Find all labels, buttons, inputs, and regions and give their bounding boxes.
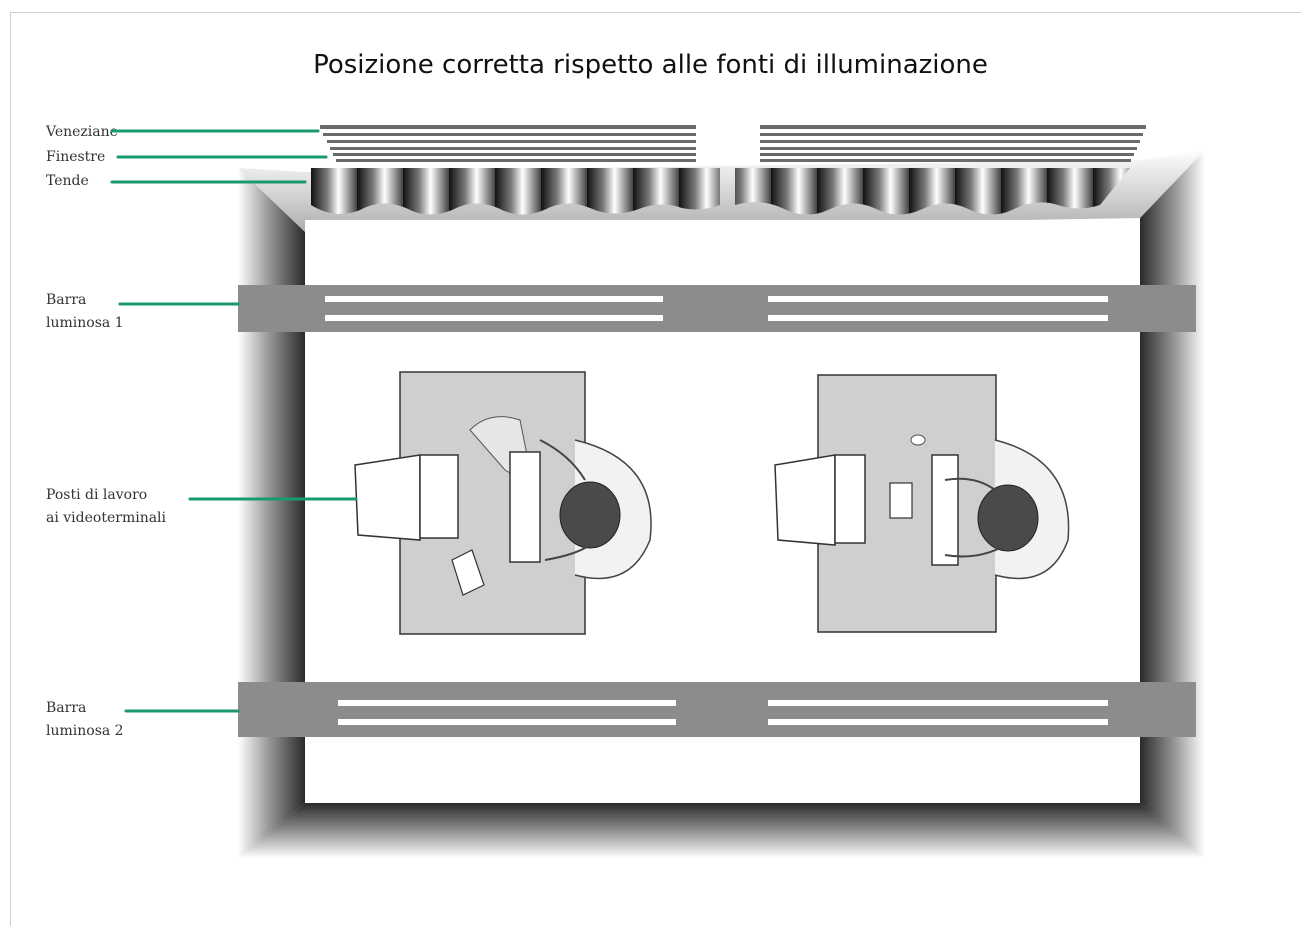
workstation-2 bbox=[774, 374, 1070, 633]
person-1-head bbox=[559, 481, 621, 549]
workstation-1 bbox=[354, 371, 652, 635]
monitor-1-body bbox=[419, 454, 459, 539]
label-barra-luminosa-1: Barra luminosa 1 bbox=[46, 289, 124, 335]
tende-curtains bbox=[311, 168, 1130, 215]
diagram-title: Posizione corretta rispetto alle fonti d… bbox=[313, 50, 988, 80]
wall-right bbox=[1140, 150, 1205, 858]
person-2-head bbox=[977, 484, 1039, 552]
label-barra-1-line1: Barra bbox=[46, 292, 87, 308]
label-posti-line2: ai videoterminali bbox=[46, 510, 167, 526]
label-posti-line1: Posti di lavoro bbox=[46, 487, 148, 503]
barra-luminosa-2 bbox=[238, 682, 1196, 737]
label-barra-2-line1: Barra bbox=[46, 700, 87, 716]
monitor-2-body bbox=[834, 454, 866, 544]
barra-luminosa-1 bbox=[238, 285, 1196, 332]
label-veneziane: Veneziane bbox=[46, 124, 118, 140]
document-holder-2 bbox=[889, 482, 913, 519]
document-1 bbox=[451, 549, 485, 596]
leader-lines bbox=[110, 129, 358, 713]
person-1-arms bbox=[539, 439, 591, 561]
veneziane-blinds bbox=[320, 125, 1146, 162]
keyboard-1 bbox=[509, 451, 541, 563]
person-2-arms bbox=[944, 477, 1001, 558]
monitor-2-screen bbox=[774, 454, 836, 546]
label-barra-luminosa-2: Barra luminosa 2 bbox=[46, 697, 124, 743]
keyboard-2 bbox=[931, 454, 959, 566]
label-finestre: Finestre bbox=[46, 149, 106, 165]
wall-bottom bbox=[238, 803, 1205, 858]
label-barra-1-line2: luminosa 1 bbox=[46, 315, 124, 331]
wall-left bbox=[238, 168, 305, 858]
label-posti-di-lavoro: Posti di lavoro ai videoterminali bbox=[46, 484, 166, 530]
label-barra-2-line2: luminosa 2 bbox=[46, 723, 124, 739]
label-tende: Tende bbox=[46, 173, 89, 189]
page-frame bbox=[10, 12, 1301, 926]
monitor-1-screen bbox=[354, 454, 421, 541]
